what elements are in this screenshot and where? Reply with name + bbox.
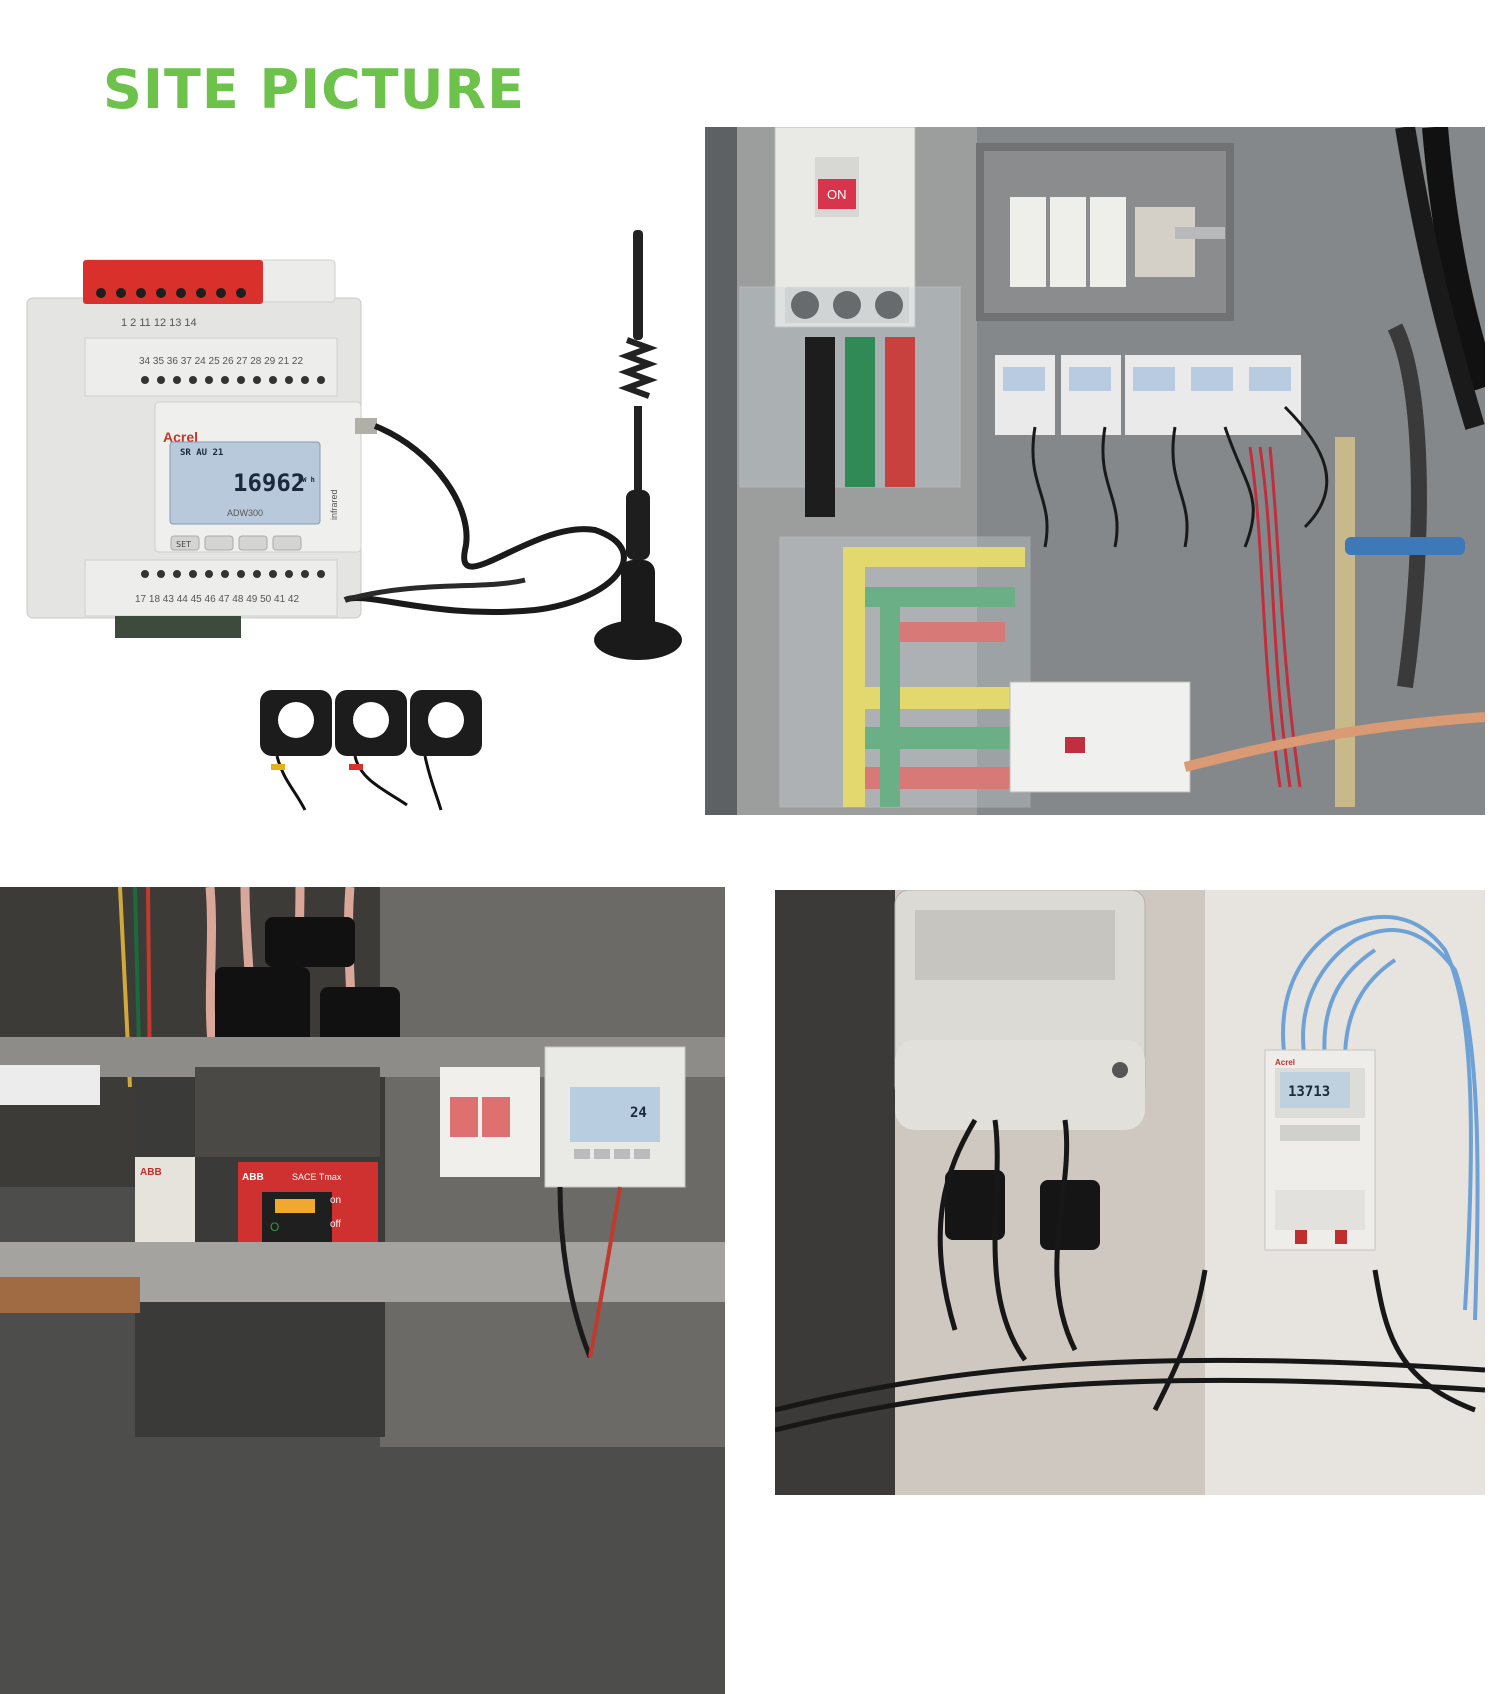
set-button <box>170 535 200 551</box>
meter-row <box>995 355 1301 435</box>
breaker-on-label: ON <box>827 187 847 202</box>
breaker-indicator: O <box>270 1220 279 1234</box>
main-breaker-model: SACE Tmax <box>292 1172 342 1182</box>
up-button <box>238 535 268 551</box>
antenna <box>594 230 682 660</box>
lcd-display <box>169 441 321 525</box>
lcd-top-line: SR AU 21 <box>180 448 223 458</box>
model-label: ADW300 <box>227 508 263 518</box>
page-title: SITE PICTURE <box>103 58 525 121</box>
red-terminal-block <box>83 260 263 304</box>
din-meter: 24 <box>544 1046 686 1188</box>
set-button-label: SET <box>176 540 191 549</box>
mid-terminal-numbers: 34 35 36 37 24 25 26 27 28 29 21 22 <box>139 356 303 367</box>
cabinet-photo: ON <box>705 127 1485 815</box>
main-breaker: ON <box>774 127 916 328</box>
breaker-panel-photo: ABB ABB SACE Tmax on off O 24 <box>0 887 725 1694</box>
acrel-meter: Acrel 13713 <box>1264 1049 1376 1251</box>
main-breaker-brand: ABB <box>242 1172 264 1183</box>
product-photo: 1 2 11 12 13 14 34 35 36 37 24 25 26 27 … <box>15 220 705 820</box>
bottom-terminal-numbers: 17 18 43 44 45 46 47 48 49 50 41 42 <box>135 594 299 605</box>
enter-button <box>272 535 302 551</box>
acrel-meter-reading: 13713 <box>1288 1084 1330 1100</box>
top-terminal-numbers: 1 2 11 12 13 14 <box>121 317 197 329</box>
lcd-unit: kW h <box>298 476 315 484</box>
infrared-label: infrared <box>329 489 339 520</box>
acrel-meter-brand: Acrel <box>1275 1058 1295 1067</box>
utility-meter <box>894 890 1146 1130</box>
small-breaker-brand: ABB <box>140 1167 162 1178</box>
breaker-on-text: on <box>330 1195 341 1206</box>
din-meter-reading: 24 <box>630 1105 647 1121</box>
busbars <box>843 547 1035 807</box>
left-button <box>204 535 234 551</box>
antenna-cable <box>343 423 627 616</box>
current-transformers <box>260 690 482 811</box>
breaker-off-text: off <box>330 1219 341 1230</box>
wall-meter-photo: Acrel 13713 <box>775 890 1485 1495</box>
lcd-reading: 16962 <box>233 469 305 497</box>
brand-logo: Acrel <box>163 429 198 445</box>
energy-meter: 1 2 11 12 13 14 34 35 36 37 24 25 26 27 … <box>26 259 377 638</box>
